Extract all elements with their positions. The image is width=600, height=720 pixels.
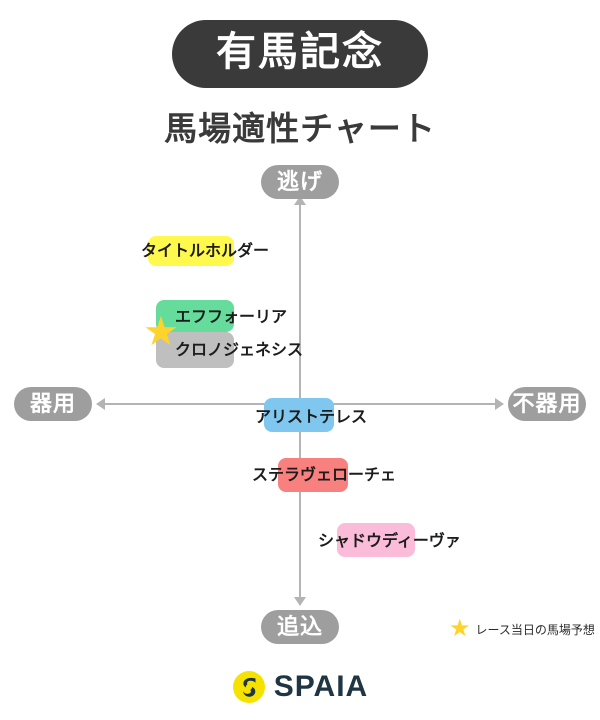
legend: ★ レース当日の馬場予想 bbox=[449, 617, 595, 641]
race-title-pill: 有馬記念 bbox=[172, 20, 428, 88]
spaia-wordmark: SPAIA bbox=[273, 670, 369, 703]
marker-box bbox=[156, 300, 234, 332]
axis-label-right: 不器用 bbox=[508, 387, 586, 421]
chart-subtitle: 馬場適性チャート bbox=[164, 110, 436, 147]
marker-label: シャドウディーヴァ bbox=[318, 533, 461, 550]
marker-box bbox=[337, 523, 415, 557]
header: 有馬記念 馬場適性チャート bbox=[0, 0, 600, 150]
marker-box bbox=[156, 332, 234, 368]
arrow-up-icon bbox=[294, 196, 306, 205]
marker-label: ステラヴェローチェ bbox=[252, 467, 397, 484]
star-icon: ★ bbox=[143, 310, 179, 354]
axis-label-bottom: 追込 bbox=[261, 610, 339, 644]
marker-label: クロノジェネシス bbox=[175, 342, 304, 359]
axis-label-left: 器用 bbox=[14, 387, 92, 421]
arrow-left-icon bbox=[96, 398, 105, 410]
legend-label: レース当日の馬場予想 bbox=[475, 622, 595, 637]
marker-box bbox=[264, 398, 334, 432]
marker-label: エフフォーリア bbox=[175, 309, 288, 326]
marker-label: アリストテレス bbox=[255, 409, 368, 426]
spaia-logo: SPAIA bbox=[0, 670, 600, 704]
marker-box bbox=[148, 236, 234, 266]
star-icon: ★ bbox=[449, 615, 471, 642]
marker-label: タイトルホルダー bbox=[141, 243, 270, 260]
spaia-swirl-icon bbox=[232, 670, 266, 704]
arrow-down-icon bbox=[294, 597, 306, 606]
arrow-right-icon bbox=[495, 398, 504, 410]
axis-label-top: 逃げ bbox=[261, 165, 339, 199]
marker-box bbox=[278, 458, 348, 492]
